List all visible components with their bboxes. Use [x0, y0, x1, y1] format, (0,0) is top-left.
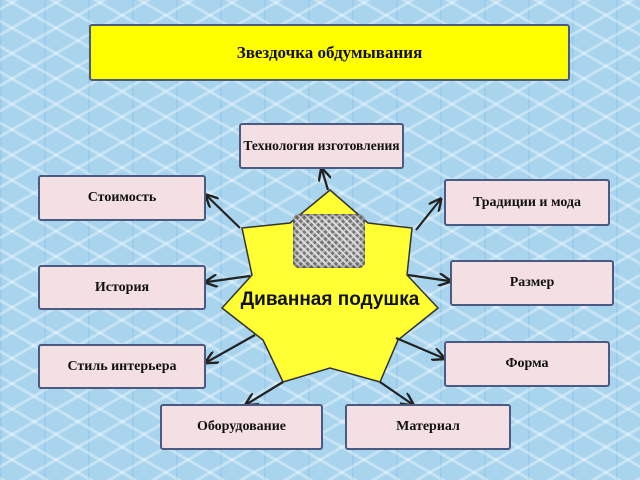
node-material: Материал: [345, 404, 511, 450]
star-shape: [220, 189, 440, 383]
node-shape: Форма: [444, 341, 610, 387]
node-traditions: Традиции и мода: [444, 179, 610, 226]
connector-cost: [207, 196, 241, 229]
pillow-image: [293, 214, 365, 268]
connector-interior-style: [207, 334, 256, 362]
diagram-title: Звездочка обдумывания: [89, 24, 570, 81]
node-technology: Технология изготовления: [239, 123, 404, 169]
connector-technology: [322, 170, 328, 191]
node-size: Размер: [450, 260, 614, 306]
node-equipment: Оборудование: [160, 404, 323, 450]
connector-equipment: [247, 381, 284, 404]
connector-size: [407, 275, 449, 281]
node-interior-style: Стиль интерьера: [38, 344, 206, 389]
node-cost: Стоимость: [38, 175, 206, 221]
connector-traditions: [415, 200, 440, 231]
center-label: Диванная подушка: [240, 289, 420, 310]
node-history: История: [38, 265, 206, 310]
connector-material: [379, 381, 412, 404]
connector-history: [207, 276, 251, 282]
connector-shape: [395, 336, 443, 358]
